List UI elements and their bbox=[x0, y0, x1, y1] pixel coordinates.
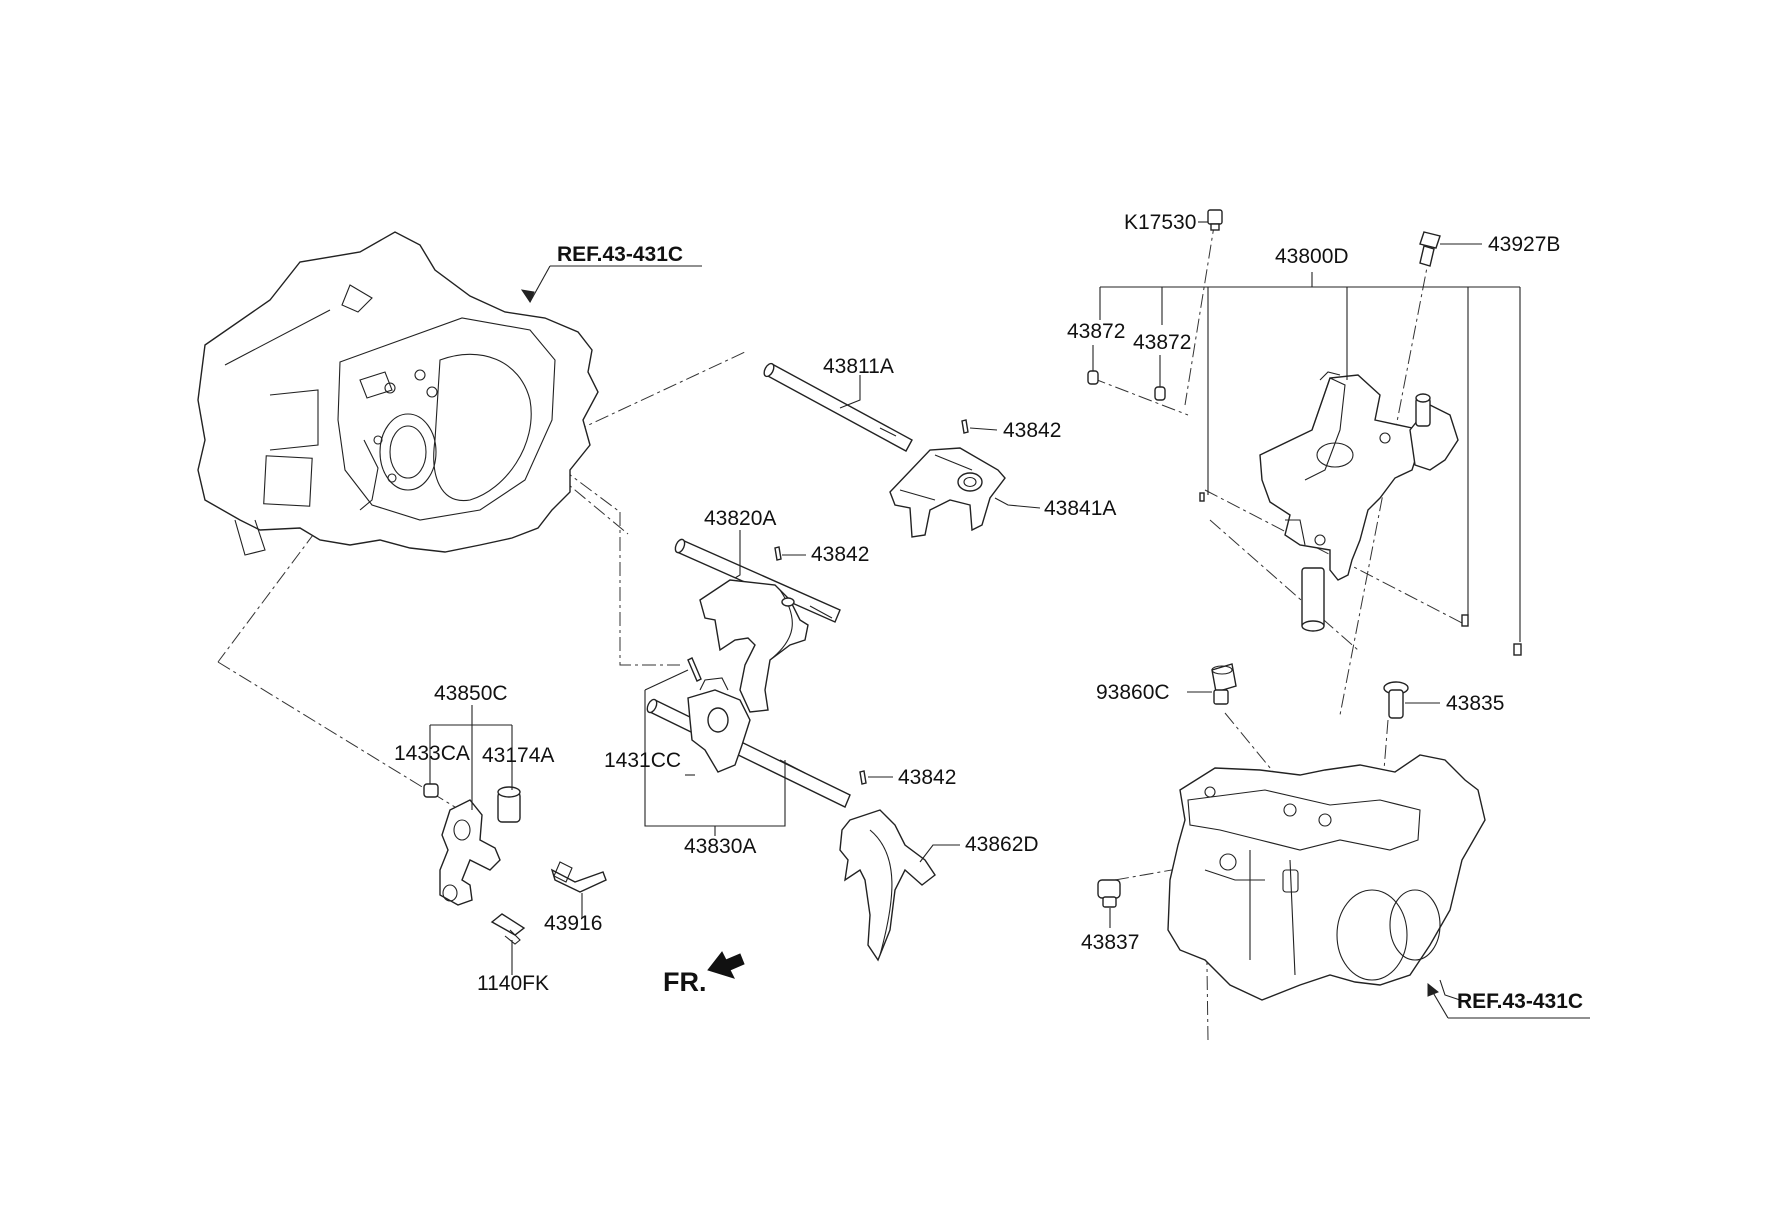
front-label: FR. bbox=[663, 967, 707, 997]
bolt-1140FK bbox=[490, 913, 526, 945]
label-43916[interactable]: 43916 bbox=[544, 912, 602, 935]
label-43872-b[interactable]: 43872 bbox=[1133, 331, 1191, 354]
label-43811A[interactable]: 43811A bbox=[823, 355, 894, 378]
part-labels: 43811A 43842 43841A 43820A 43842 43850C … bbox=[394, 211, 1560, 995]
ref-label-bottom[interactable]: REF.43-431C bbox=[1427, 982, 1590, 1019]
label-K17530[interactable]: K17530 bbox=[1124, 211, 1196, 234]
control-lever-assembly-43800D bbox=[1259, 371, 1459, 632]
pin-43842-c bbox=[859, 770, 867, 785]
pin-43842-a bbox=[961, 419, 969, 434]
part-43850C bbox=[423, 783, 521, 906]
label-43862D[interactable]: 43862D bbox=[965, 833, 1039, 856]
label-43872-a[interactable]: 43872 bbox=[1067, 320, 1125, 343]
shift-fork-43820A bbox=[699, 579, 809, 713]
leader-lines bbox=[429, 221, 1521, 975]
label-1433CA[interactable]: 1433CA bbox=[394, 742, 470, 765]
shift-fork-43862D bbox=[839, 809, 936, 962]
shift-rail-43820A bbox=[674, 538, 841, 623]
transaxle-case-right bbox=[1167, 754, 1486, 1001]
label-43800D[interactable]: 43800D bbox=[1275, 245, 1349, 268]
label-43842-a[interactable]: 43842 bbox=[1003, 419, 1061, 442]
pin-43842-b bbox=[774, 546, 782, 561]
label-43835[interactable]: 43835 bbox=[1446, 692, 1504, 715]
label-93860C[interactable]: 93860C bbox=[1096, 681, 1170, 704]
label-43820A[interactable]: 43820A bbox=[704, 507, 776, 530]
pin-1431CC bbox=[687, 657, 702, 682]
bolt-K17530 bbox=[1207, 209, 1223, 231]
label-43842-b[interactable]: 43842 bbox=[811, 543, 869, 566]
label-1140FK[interactable]: 1140FK bbox=[477, 972, 549, 995]
switch-93860C bbox=[1211, 663, 1237, 705]
ring-43872-a bbox=[1087, 370, 1099, 385]
ref-label-top[interactable]: REF.43-431C bbox=[520, 243, 702, 304]
shift-fork-43841A bbox=[889, 447, 1006, 538]
front-direction-indicator: FR. bbox=[663, 951, 745, 997]
bolt-43927B bbox=[1419, 231, 1441, 267]
label-43841A[interactable]: 43841A bbox=[1044, 497, 1116, 520]
plug-43837 bbox=[1097, 879, 1121, 908]
bolt-43916 bbox=[550, 861, 607, 893]
label-43174A[interactable]: 43174A bbox=[482, 744, 554, 767]
shift-rail-43811A bbox=[763, 362, 913, 452]
ring-43872-b bbox=[1154, 386, 1166, 401]
label-43837[interactable]: 43837 bbox=[1081, 931, 1139, 954]
pin-small-a bbox=[1199, 492, 1205, 502]
front-arrow-icon bbox=[707, 951, 745, 979]
pin-small-c bbox=[1513, 643, 1522, 656]
pin-small-b bbox=[1461, 614, 1469, 627]
label-43850C[interactable]: 43850C bbox=[434, 682, 508, 705]
transaxle-case-left bbox=[197, 231, 599, 556]
ref-text-bottom[interactable]: REF.43-431C bbox=[1457, 990, 1583, 1013]
label-1431CC[interactable]: 1431CC bbox=[604, 749, 681, 772]
ref-text-top[interactable]: REF.43-431C bbox=[557, 243, 683, 266]
plug-43835 bbox=[1383, 681, 1409, 719]
label-43927B[interactable]: 43927B bbox=[1488, 233, 1560, 256]
label-43842-c[interactable]: 43842 bbox=[898, 766, 956, 789]
label-43830A[interactable]: 43830A bbox=[684, 835, 756, 858]
